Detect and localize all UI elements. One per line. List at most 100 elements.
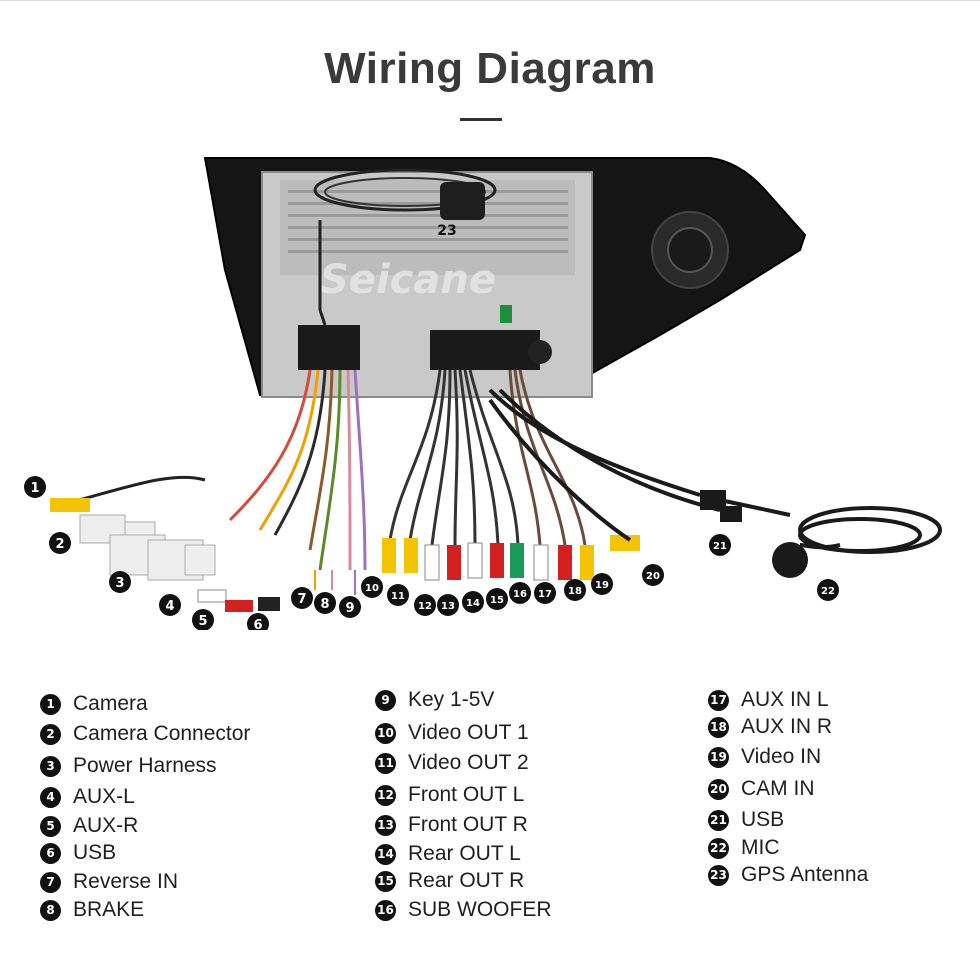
gps-antenna-cable [313,168,497,212]
legend-item: 6 USB [40,841,116,865]
legend-label: AUX-L [73,785,135,808]
legend-label: BRAKE [73,898,145,921]
legend-label: Power Harness [73,754,217,777]
number-badge: 18 [708,716,729,738]
legend-label: Camera [73,692,148,715]
legend-label: Front OUT L [408,783,525,806]
callout-18: 18 [564,579,586,601]
number-badge: 8 [40,899,61,921]
legend-label: Camera Connector [73,722,251,745]
number-badge: 16 [375,899,396,921]
number-badge: 5 [40,815,61,837]
number-badge: 17 [708,689,729,711]
svg-text:3: 3 [115,576,124,591]
svg-text:21: 21 [713,541,727,552]
svg-text:18: 18 [568,586,582,597]
svg-text:5: 5 [198,614,207,629]
svg-text:8: 8 [320,597,329,612]
number-badge: 20 [708,778,729,800]
number-badge: 6 [40,842,61,864]
number-badge: 13 [375,814,396,836]
center-connector-block [430,330,540,370]
legend-label: Front OUT R [408,813,528,836]
aux-l-plug [197,589,227,603]
callout-13: 13 [437,594,459,616]
legend-label: USB [73,841,117,864]
callout-6: 6 [247,613,269,630]
callout-21: 21 [709,534,731,556]
legend-label: Video OUT 1 [408,721,529,744]
rca-plugs [382,535,640,581]
legend-label: Key 1-5V [408,688,495,711]
aux-r-plug [225,600,253,612]
legend-label: Video OUT 2 [408,751,529,774]
svg-text:16: 16 [513,589,527,600]
right-cables [488,388,721,542]
number-badge: 1 [40,693,61,715]
callout-5: 5 [192,609,214,630]
vent-grid [288,190,568,253]
power-harness-plug [109,534,216,581]
legend-label: Reverse IN [73,870,179,893]
number-badge: 15 [375,870,396,892]
title-underline [460,118,502,121]
callout-2: 2 [49,532,71,554]
number-badge: 21 [708,809,729,831]
svg-text:22: 22 [821,586,835,597]
number-badge: 2 [40,723,61,745]
legend-item: 7 Reverse IN [40,870,178,894]
svg-text:10: 10 [365,583,379,594]
legend-item: 15 Rear OUT R [375,869,524,893]
svg-text:1: 1 [30,481,39,496]
number-badge: 14 [375,843,396,865]
svg-text:17: 17 [538,589,552,600]
legend-item: 2 Camera Connector [40,722,250,746]
svg-text:19: 19 [595,580,609,591]
svg-text:6: 6 [253,618,262,630]
svg-text:7: 7 [297,592,306,607]
callout-11: 11 [387,584,409,606]
legend-label: SUB WOOFER [408,898,552,921]
legend-label: MIC [741,836,780,859]
svg-text:11: 11 [391,591,405,602]
svg-text:15: 15 [490,595,504,606]
callout-9: 9 [339,596,361,618]
callout-3: 3 [109,571,131,593]
camera-rca [50,498,90,512]
callout-7: 7 [291,587,313,609]
mic-cable [719,498,942,554]
legend-item: 10 Video OUT 1 [375,721,529,745]
gps-antenna-module [440,182,485,220]
svg-text:2: 2 [55,537,64,552]
legend-item: 16 SUB WOOFER [375,898,552,922]
callout-1: 1 [24,476,46,498]
svg-text:12: 12 [418,601,432,612]
legend-item: 8 BRAKE [40,898,144,922]
number-badge: 23 [708,864,729,886]
number-badge: 9 [375,689,396,711]
legend-item: 19 Video IN [708,745,821,769]
legend-label: Video IN [741,745,822,768]
top-border [0,0,980,1]
svg-text:4: 4 [165,599,174,614]
svg-text:14: 14 [466,598,480,609]
number-badge: 7 [40,871,61,893]
legend-item: 13 Front OUT R [375,813,528,837]
legend-label: Rear OUT R [408,869,525,892]
number-badge: 19 [708,746,729,768]
svg-text:23: 23 [437,223,456,239]
callout-17: 17 [534,582,556,604]
left-connector-block [298,325,360,370]
number-badge: 10 [375,722,396,744]
usb-plug [258,597,280,611]
